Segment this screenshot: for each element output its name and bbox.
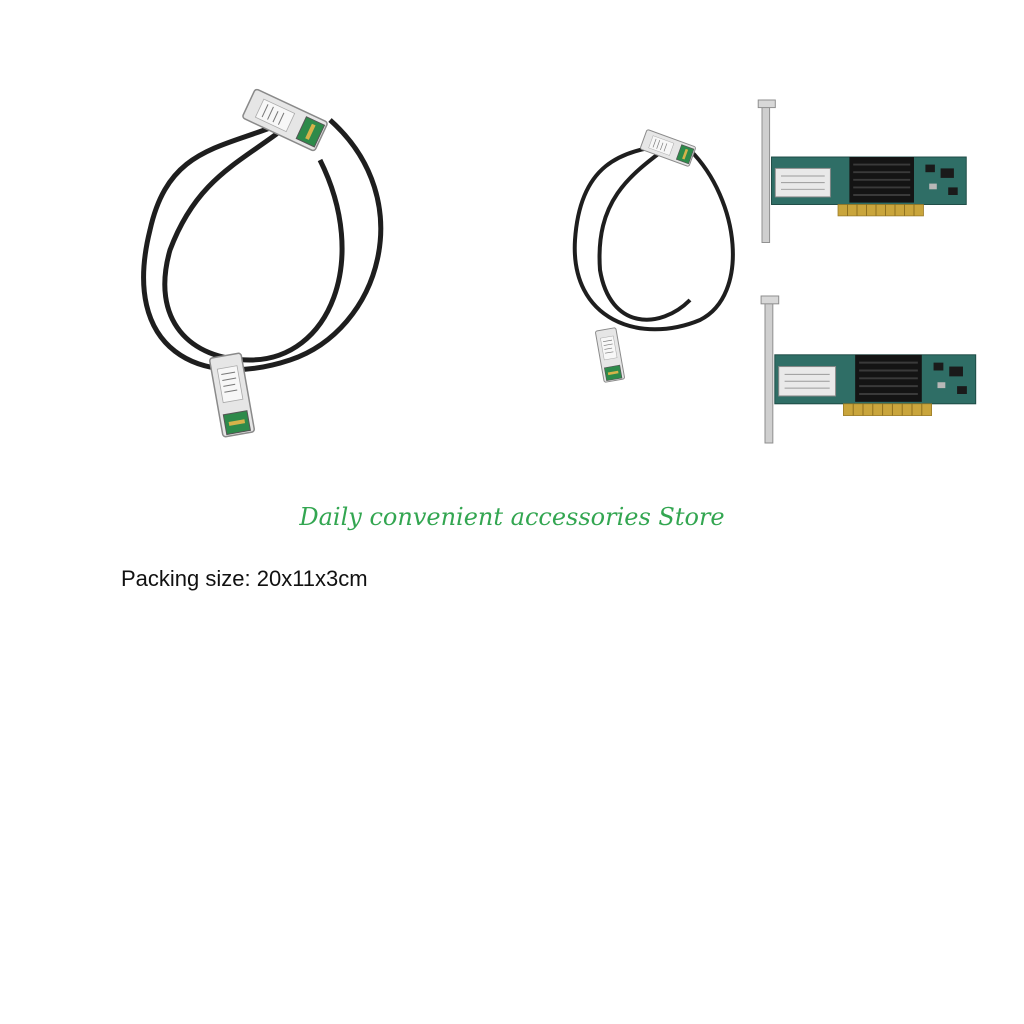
network-card-top-right-2 [760,295,977,444]
dac-cable-large [141,87,384,438]
sfp-connector-bottom [208,352,256,438]
dac-cable-small-top [572,128,735,383]
sfp-connector-top [241,87,329,153]
store-name: Daily convenient accessories Store [299,503,725,531]
packing-size-text: Packing size: 20x11x3cm [121,566,368,591]
network-card-top-right-1 [757,99,968,244]
